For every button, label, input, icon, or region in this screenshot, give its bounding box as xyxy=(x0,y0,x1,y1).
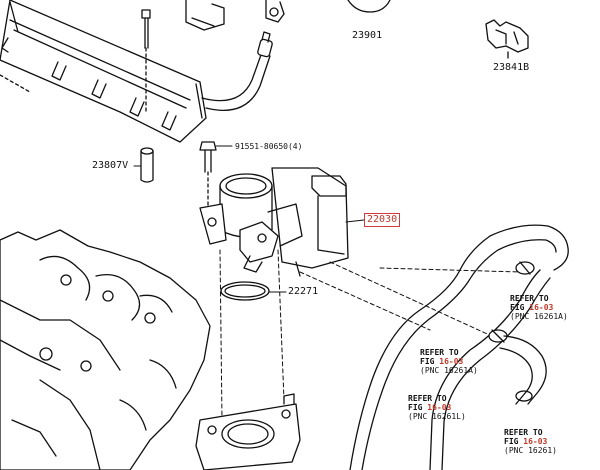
ref-pnc: (PNC 16261) xyxy=(504,446,557,455)
ref-pnc: (PNC 16261A) xyxy=(420,366,478,375)
ref-fig-link[interactable]: 16-03 xyxy=(439,357,464,366)
fuel-hose xyxy=(201,31,273,112)
ref-fig-link[interactable]: 16-03 xyxy=(523,437,548,446)
ref-fig-label: FIG xyxy=(504,437,519,446)
part-23841b-shape xyxy=(485,19,529,59)
throttle-body xyxy=(199,167,365,277)
ref-block-1: REFER TO FIG 16-03 (PNC 16261A) xyxy=(510,294,568,321)
ref-fig-label: FIG xyxy=(408,403,423,412)
part-91551-shape xyxy=(199,141,233,207)
ref-block-2: REFER TO FIG 16-03 (PNC 16261A) xyxy=(420,348,478,375)
ref-block-3: REFER TO FIG 16-03 (PNC 16261L) xyxy=(408,394,466,421)
ref-fig-label: FIG xyxy=(420,357,435,366)
ref-prefix: REFER TO xyxy=(408,394,447,403)
ref-prefix: REFER TO xyxy=(504,428,543,437)
water-hose-long xyxy=(349,224,569,470)
part-label-23807v[interactable]: 23807V xyxy=(92,160,129,171)
ref-pnc: (PNC 16261A) xyxy=(510,312,568,321)
leader-lines xyxy=(219,249,521,421)
part-label-23901[interactable]: 23901 xyxy=(352,30,383,41)
ref-block-4: REFER TO FIG 16-03 (PNC 16261) xyxy=(504,428,557,455)
ref-fig-link[interactable]: 16-03 xyxy=(427,403,452,412)
part-23901-shape xyxy=(347,0,391,13)
rail-bolt xyxy=(141,9,151,113)
ref-prefix: REFER TO xyxy=(420,348,459,357)
ref-pnc: (PNC 16261L) xyxy=(408,412,466,421)
mount-flange xyxy=(195,393,301,470)
part-label-91551[interactable]: 91551-80650(4) xyxy=(235,142,303,151)
part-label-22030[interactable]: 22030 xyxy=(364,213,401,227)
part-label-23841b[interactable]: 23841B xyxy=(493,62,530,73)
intake-manifold xyxy=(0,229,211,470)
part-23807v-shape xyxy=(133,147,154,183)
part-label-22271[interactable]: 22271 xyxy=(288,286,319,297)
ref-prefix: REFER TO xyxy=(510,294,549,303)
fuel-rail xyxy=(0,0,207,143)
water-hose-short xyxy=(499,335,547,405)
gasket-22271 xyxy=(220,281,287,301)
bracket-clips xyxy=(185,0,285,31)
ref-fig-label: FIG xyxy=(510,303,525,312)
ref-fig-link[interactable]: 16-03 xyxy=(529,303,554,312)
